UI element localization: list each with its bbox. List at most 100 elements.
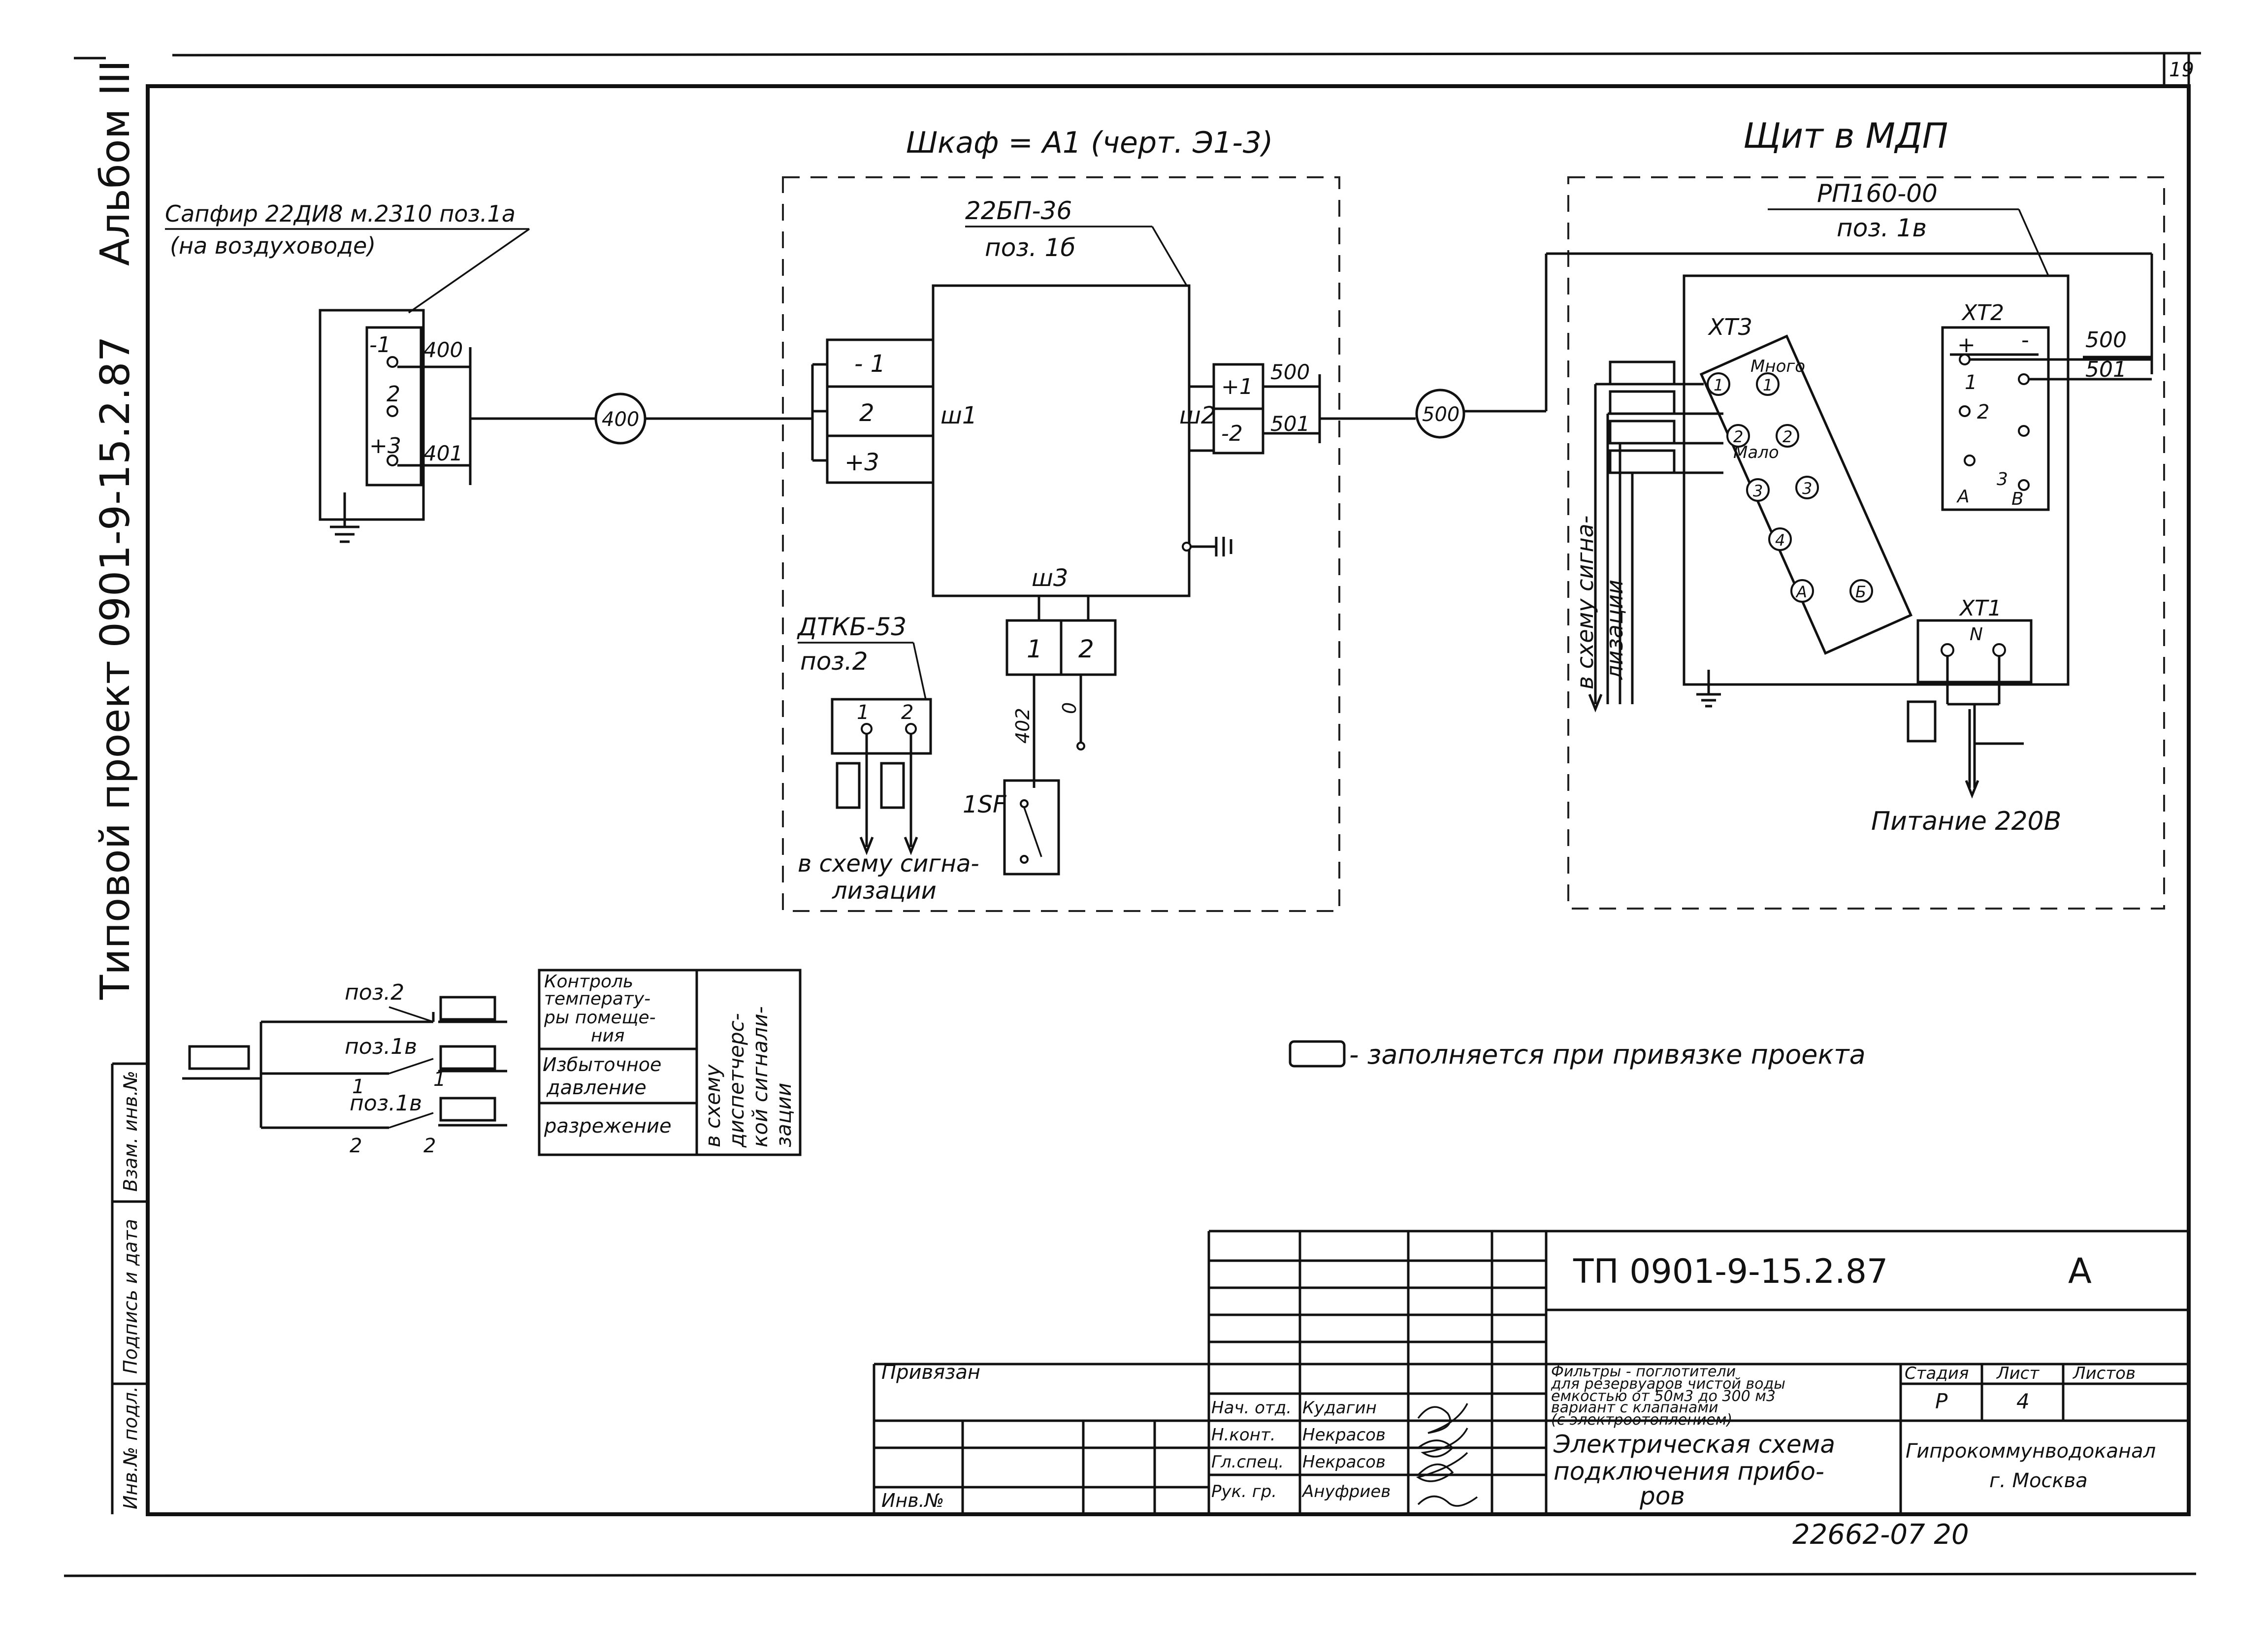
name-1: Некрасов [1302, 1425, 1386, 1445]
sheet-title-1: Электрическая схема [1553, 1430, 1835, 1459]
sh2-term-1: +1 [1221, 374, 1253, 399]
xt2-A: А [1956, 487, 1970, 507]
sapfir-t2: 2 [387, 382, 400, 407]
shkaf-a1: Шкаф = А1 (черт. Э1-3) 22БП-36 поз. 1б -… [782, 126, 1340, 912]
tbl-press-1: Избыточное [543, 1054, 661, 1075]
sheet-frame: 19 [64, 52, 2202, 1577]
sensor-name: ДТКБ-53 [797, 613, 907, 641]
sh1-term-3: +3 [844, 449, 879, 476]
tbl-disp-1: в схему [701, 1064, 725, 1147]
xt3-n1b: 1 [1763, 376, 1773, 394]
xt3-nB: Б [1855, 583, 1866, 601]
sh1-term-2: 2 [859, 399, 875, 427]
role-1: Н.конт. [1211, 1425, 1276, 1445]
shchit-mdp: Щит в МДП РП160-00 поз. 1в в схему сигна… [1545, 116, 2165, 910]
tbl-disp-4: зации [772, 1083, 796, 1147]
xt2-minus: - [2021, 327, 2029, 353]
desc-5: (с электроотоплением) [1551, 1411, 1732, 1429]
tbl-temp-3: ры помеще- [544, 1008, 656, 1028]
xt2-2: 2 [1977, 401, 1989, 424]
wire-401-label: 401 [423, 441, 463, 465]
stamp-inv-vzam: Взам. инв.№ [120, 1071, 141, 1192]
shchit-to-signal: в схему сигна- [1572, 516, 1598, 689]
c1b-label: 1 [433, 1068, 446, 1091]
pos1v-label: поз.1в [345, 1034, 417, 1059]
stage-value: Р [1935, 1389, 1948, 1413]
sh3-label: ш3 [1032, 564, 1068, 592]
rp-name: РП160-00 [1817, 179, 1938, 208]
tbl-disp-2: диспетчерс- [724, 1013, 748, 1148]
sapfir-t1: -1 [369, 332, 391, 358]
wire-0: 0 [1059, 702, 1080, 714]
page-number: 19 [2169, 59, 2194, 81]
name-0: Кудагин [1302, 1398, 1377, 1418]
sh2-label: ш2 [1179, 402, 1216, 429]
xt3-mnogo: Много [1750, 357, 1805, 376]
sapfir-device: Сапфир 22ДИ8 м.2310 поз.1а (на воздухово… [165, 200, 596, 543]
cable-500: 500 [1320, 389, 1546, 439]
breaker-label: 1SF [963, 791, 1007, 818]
sensor-t1: 1 [857, 701, 869, 724]
xt3-n3a: 3 [1753, 482, 1763, 500]
xt2-3: 3 [1997, 469, 2008, 489]
shkaf-to-signal-2: лизации [832, 877, 937, 905]
privyazan-label: Привязан [881, 1361, 980, 1384]
sheets-header: Листов [2072, 1364, 2136, 1383]
album-label: Альбом III [92, 60, 139, 266]
sapfir-label: Сапфир 22ДИ8 м.2310 поз.1а [165, 200, 516, 227]
title-block: Привязан Инв.№ Нач. отд. Кудагин Н.конт.… [873, 1230, 2189, 1551]
inv-label: Инв.№ [881, 1490, 944, 1511]
xt3-n4: 4 [1775, 531, 1785, 550]
xt3-n3b: 3 [1802, 479, 1812, 498]
tbl-disp-3: кой сигнали- [748, 1006, 772, 1147]
xt1-label: ХТ1 [1959, 596, 2002, 621]
xt2-1: 1 [1965, 371, 1977, 394]
wire-402: 402 [1012, 708, 1034, 744]
sheet-title-3: ров [1639, 1482, 1685, 1510]
sh2-term-2: -2 [1221, 421, 1243, 446]
desc-4: вариант с клапанами [1551, 1399, 1718, 1416]
tbl-temp-4: ния [591, 1026, 625, 1046]
role-3: Рук. гр. [1211, 1482, 1277, 1501]
shchit-title: Щит в МДП [1743, 116, 1948, 156]
xt3-nA: А [1795, 583, 1807, 601]
name-3: Ануфриев [1301, 1482, 1391, 1501]
doc-letter: А [2068, 1251, 2092, 1291]
org-2: г. Москва [1989, 1469, 2088, 1492]
sh3-term-1: 1 [1027, 635, 1042, 663]
sensor-pos: поз.2 [800, 647, 868, 676]
contacts-block: поз.2 поз.1в 1 1 поз.1в 2 2 Контроль тем… [182, 969, 802, 1157]
tbl-temp-1: Контроль [544, 972, 633, 992]
rp-pos: поз. 1в [1837, 214, 1927, 242]
sheet-title-2: подключения прибо- [1554, 1457, 1824, 1486]
stage-header: Стадия [1905, 1364, 1969, 1383]
xt2-wire-501: 501 [2085, 357, 2127, 382]
xt3-n2a: 2 [1733, 427, 1743, 446]
sh1-label: ш1 [940, 402, 977, 429]
desc-1: Фильтры - поглотители [1551, 1363, 1736, 1380]
cable-400: 400 [594, 392, 812, 445]
org-1: Гипрокоммунводоканал [1906, 1440, 2156, 1463]
tbl-press-2: давление [546, 1076, 647, 1099]
bp-pos: поз. 1б [985, 233, 1075, 262]
stamp-inv-podl: Инв.№ подл. [120, 1386, 141, 1509]
c1-label: 1 [352, 1075, 364, 1098]
sh1-term-1: - 1 [854, 350, 885, 378]
project-label: Типовой проект 0901-9-15.2.87 [92, 336, 139, 1000]
sapfir-location: (на воздуховоде) [170, 232, 376, 259]
wire-400-label: 400 [423, 338, 463, 362]
bp-name: 22БП-36 [965, 196, 1072, 225]
role-2: Гл.спец. [1211, 1452, 1284, 1472]
xt2-B: В [2011, 489, 2024, 509]
pos2-label: поз.2 [345, 980, 404, 1005]
tbl-vac: разрежение [544, 1115, 672, 1138]
sheet-value: 4 [2016, 1389, 2030, 1413]
shchit-to-signal-2: лизации [1601, 580, 1628, 680]
sh2-wire-501: 501 [1270, 412, 1310, 436]
side-stamp: Альбом III Типовой проект 0901-9-15.2.87… [92, 60, 148, 1514]
name-2: Некрасов [1302, 1452, 1386, 1472]
sh2-wire-500: 500 [1270, 360, 1310, 384]
doc-code: ТП 0901-9-15.2.87 [1573, 1252, 1888, 1291]
sensor-t2: 2 [901, 701, 913, 724]
